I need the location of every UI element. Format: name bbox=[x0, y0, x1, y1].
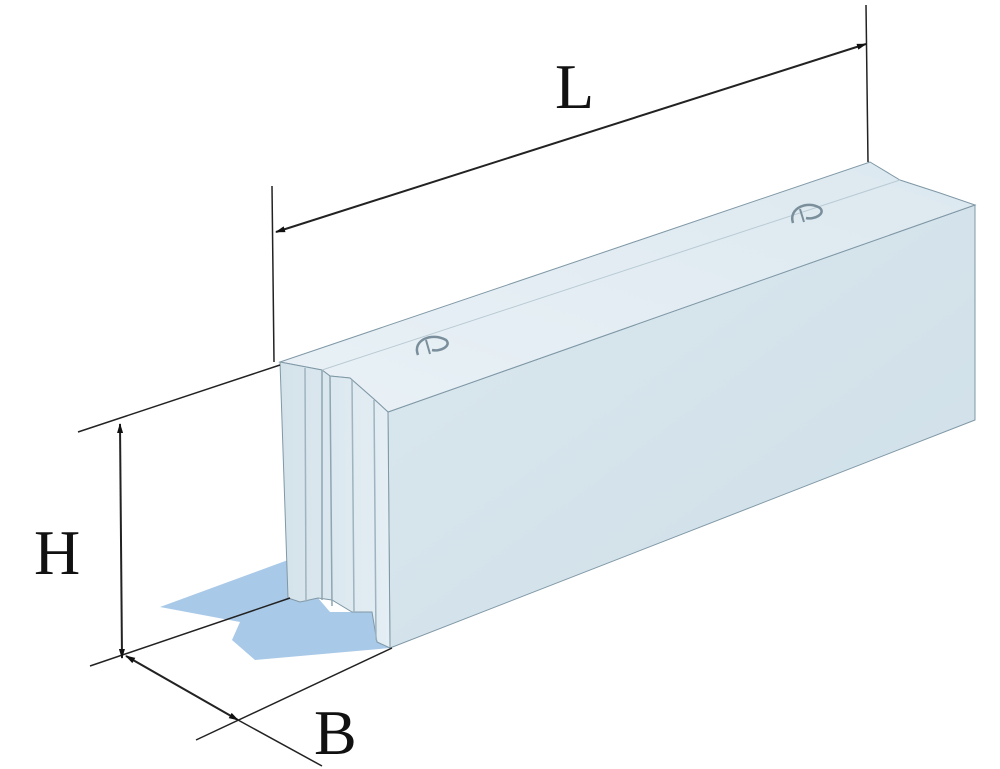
width-dimension-line bbox=[125, 655, 239, 721]
length-label: L bbox=[555, 51, 594, 122]
width-dimension-tail bbox=[237, 719, 323, 767]
height-extension-top bbox=[77, 364, 281, 433]
length-extension-left bbox=[271, 185, 275, 363]
end-groove-line-5 bbox=[373, 399, 377, 641]
length-dimension-line bbox=[275, 43, 867, 233]
height-label: H bbox=[34, 517, 80, 588]
length-extension-right bbox=[865, 4, 869, 163]
ground-shadow bbox=[160, 560, 390, 660]
width-label: B bbox=[314, 697, 357, 768]
lifting-loop-left-icon bbox=[415, 335, 449, 356]
end-groove-line-4 bbox=[351, 379, 355, 613]
end-groove-line-3 bbox=[329, 375, 333, 607]
end-groove-line-1 bbox=[304, 367, 307, 603]
height-dimension-line bbox=[117, 423, 125, 659]
width-extension-bottom bbox=[195, 647, 393, 741]
